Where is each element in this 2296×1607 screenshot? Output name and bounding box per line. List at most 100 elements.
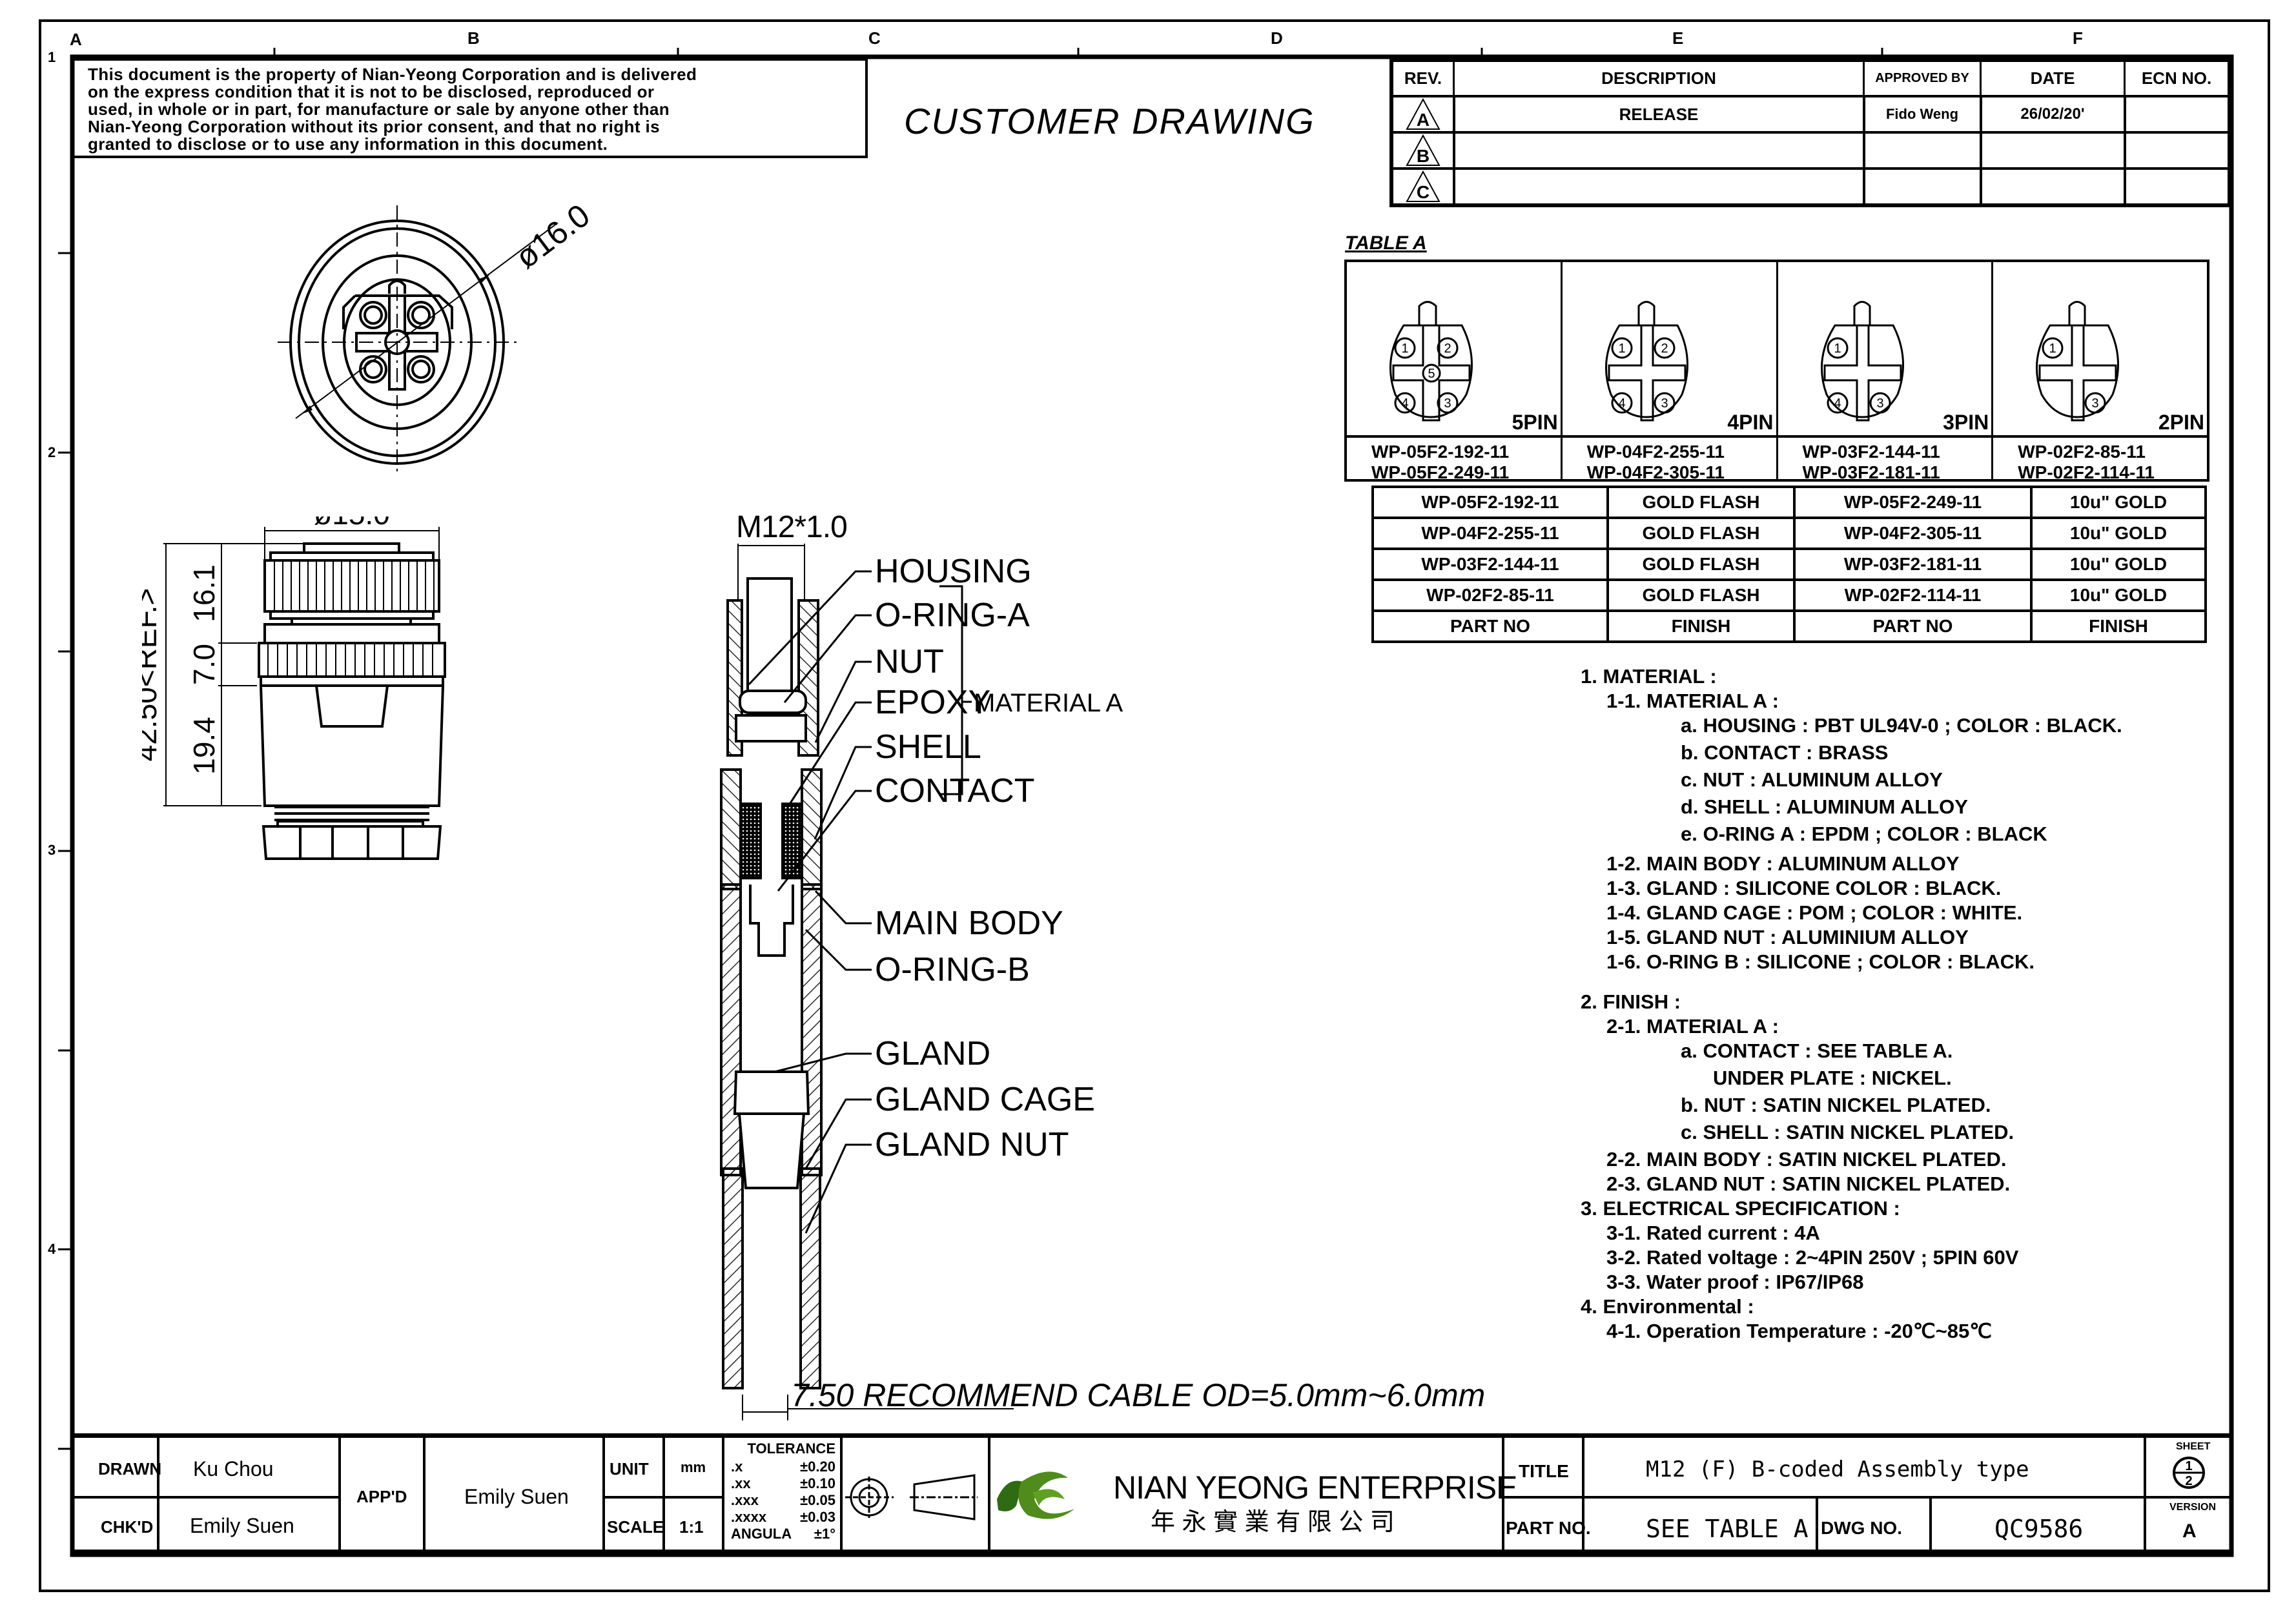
rev-letter: B [1417,146,1430,166]
pin-label: 1 [1401,342,1408,356]
pin-label: 3 [1661,396,1668,411]
pinout-cell-3pin: 1 3 4 3PIN WP-03F2-144-11 WP-03F2-181-11 [1778,262,1994,482]
tolerance-block: TOLERANCE .x ±0.20 .xx ±0.10 .xxx ±0.05 … [726,1440,839,1550]
note-line: c. SHELL : SATIN NICKEL PLATED. [1681,1121,2014,1143]
pinout-part: WP-02F2-114-11 [2018,462,2155,482]
note-line: e. O-RING A : EPDM ; COLOR : BLACK [1681,823,2047,845]
projection-symbol-icon [845,1474,978,1520]
pinout-part: WP-05F2-249-11 [1371,462,1510,482]
notes-section: 1. MATERIAL :1-1. MATERIAL A :a. HOUSING… [1581,665,2226,1362]
pin-label: 1 [2049,342,2056,356]
zone-col-b: B [467,28,480,48]
note-line: b. CONTACT : BRASS [1681,741,1889,764]
note-line: a. HOUSING : PBT UL94V-0 ; COLOR : BLACK… [1681,714,2122,737]
body-length-label: 19.4 [187,717,221,775]
tolerance-key: .xxx [731,1492,759,1508]
pinout-4pin-diagram: 1 2 3 4 [1604,301,1688,422]
callout-contact: CONTACT [875,772,1034,810]
body-diameter-label: ø15.0 [314,517,390,531]
finish-table: WP-05F2-192-11 GOLD FLASH WP-05F2-249-11… [1371,486,2207,643]
pinout-part: WP-02F2-85-11 [2018,442,2146,462]
rev-description: RELEASE [1619,104,1699,124]
note-line: 1-6. O-RING B : SILICONE ; COLOR : BLACK… [1606,950,2035,973]
sheet-indicator-icon: 1 2 [2173,1457,2205,1489]
note-line: 2-2. MAIN BODY : SATIN NICKEL PLATED. [1606,1148,2007,1171]
pin-label: 3 [1444,396,1451,411]
title-value: M12 (F) B-coded Assembly type [1646,1457,2029,1482]
sheet-number: 1 [2185,1459,2192,1473]
drawn-label: DRAWN [98,1459,162,1479]
pin-count-label: 5PIN [1512,411,1558,434]
disclaimer-box: This document is the property of Nian-Ye… [74,58,868,158]
note-line: b. NUT : SATIN NICKEL PLATED. [1681,1094,1991,1116]
pinout-part: WP-04F2-255-11 [1586,442,1725,462]
callout-nut: NUT [875,643,944,681]
pin-label: 4 [1618,396,1625,411]
callout-gland-nut: GLAND NUT [875,1126,1069,1163]
finish-part: WP-02F2-85-11 [1426,585,1554,605]
approved-value: Emily Suen [464,1485,569,1508]
cable-note-label: 7.50 RECOMMEND CABLE OD=5.0mm~6.0mm [791,1377,1485,1413]
version-value: A [2182,1520,2197,1542]
finish-row: WP-05F2-192-11 GOLD FLASH WP-05F2-249-11… [1371,486,2207,519]
shell-length-label: 7.0 [187,644,221,685]
rev-row: C [1390,167,2231,207]
company-logo-icon [997,1471,1074,1519]
rev-row: A RELEASE Fido Weng 26/02/20' [1390,95,2231,134]
finish-header: FINISH [2089,616,2148,636]
face-diameter-label: ø16.0 [509,197,597,276]
zone-row-2: 2 [48,444,56,460]
disclaimer-line: used, in whole or in part, for manufactu… [88,99,670,119]
drawn-value: Ku Chou [193,1457,274,1480]
face-view-drawing: ø16.0 [278,197,597,475]
scale-label: SCALE [607,1517,664,1537]
rev-header-date: DATE [2030,68,2075,88]
note-line: 3-1. Rated current : 4A [1606,1222,1820,1244]
pinout-part: WP-03F2-144-11 [1802,442,1940,462]
zone-row-3: 3 [48,842,56,858]
pin-count-label: 4PIN [1727,411,1774,434]
part-no-label: PART NO. [1506,1518,1591,1538]
callout-o-ring-a: O-RING-A [875,597,1030,634]
title-block-grid [74,1438,2231,1554]
sheet-label: SHEET [2176,1441,2211,1452]
rev-triangle-icon: B [1406,134,1440,166]
unit-label: UNIT [610,1459,649,1479]
pin-label: 2 [1444,342,1451,356]
note-line: 1-1. MATERIAL A : [1606,690,1779,712]
note-line: 2-3. GLAND NUT : SATIN NICKEL PLATED. [1606,1172,2011,1195]
note-line: 2. FINISH : [1581,990,1681,1013]
nut-length-label: 16.1 [187,564,221,622]
finish-value: GOLD FLASH [1642,492,1760,512]
finish-part: WP-05F2-249-11 [1843,492,1982,512]
rev-row: B [1390,131,2231,170]
table-a-pinouts: 1 2 3 4 5 5PIN WP-05F2-192-11 WP-05F2-24… [1344,260,2209,482]
finish-row: WP-03F2-144-11 GOLD FLASH WP-03F2-181-11… [1371,548,2207,581]
pin-label: 3 [2092,396,2099,411]
company-name-zh: 年 永 實 業 有 限 公 司 [1151,1509,1395,1536]
pinout-part: WP-05F2-192-11 [1371,442,1510,462]
rev-header-ecn: ECN NO. [2141,68,2212,88]
callout-o-ring-b: O-RING-B [875,951,1030,988]
zone-col-e: E [1672,28,1684,48]
rev-letter: A [1417,110,1430,130]
note-line: d. SHELL : ALUMINUM ALLOY [1681,795,1968,818]
pinout-cell-5pin: 1 2 3 4 5 5PIN WP-05F2-192-11 WP-05F2-24… [1347,262,1563,482]
section-view-drawing: M12*1.0 7.50 RECOMMEND CABLE OD=5.0mm~6.… [720,510,1485,1420]
thread-label: M12*1.0 [736,510,847,544]
part-no-value: SEE TABLE A [1646,1515,1809,1543]
finish-header-row: PART NO FINISH PART NO FINISH [1371,609,2207,643]
approved-label: APP'D [356,1487,407,1506]
callout-gland: GLAND [875,1035,990,1072]
pin-label: 1 [1834,342,1841,356]
tolerance-key: .x [731,1459,743,1475]
zone-col-f: F [2073,28,2083,48]
finish-value: 10u" GOLD [2069,523,2168,543]
rev-triangle-icon: A [1406,97,1440,130]
note-line: 1-5. GLAND NUT : ALUMINIUM ALLOY [1606,926,1969,948]
checked-label: CHK'D [101,1517,154,1537]
pin-label: 4 [1834,396,1841,411]
note-line: 4. Environmental : [1581,1295,1754,1318]
note-line: 2-1. MATERIAL A : [1606,1015,1779,1038]
finish-row: WP-02F2-85-11 GOLD FLASH WP-02F2-114-11 … [1371,578,2207,612]
